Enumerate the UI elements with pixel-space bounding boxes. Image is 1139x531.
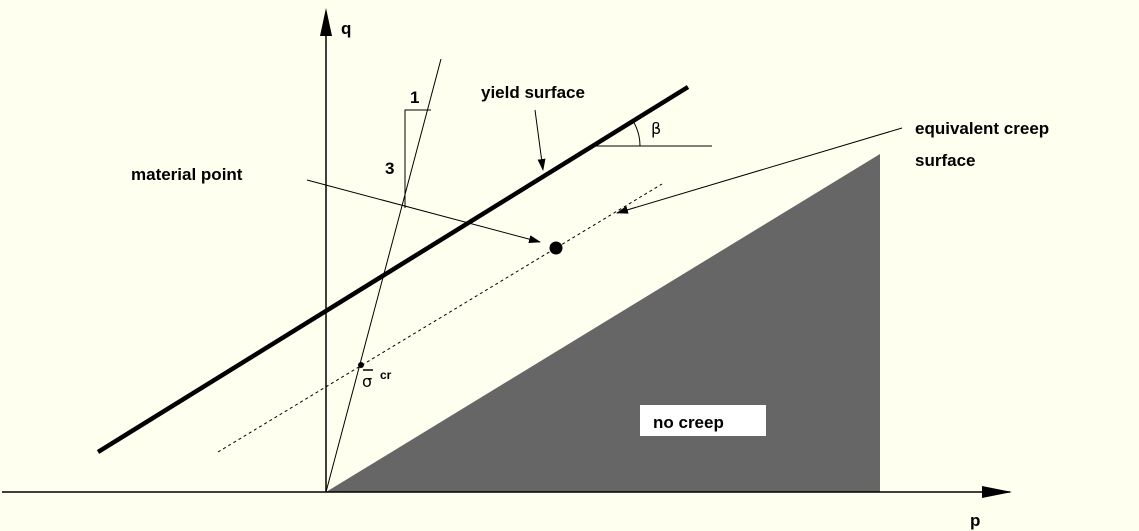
q-axis-label: q	[341, 19, 351, 38]
sigma-superscript: cr	[380, 368, 392, 382]
material-point-leader	[306, 179, 541, 244]
material-point-label: material point	[131, 165, 243, 184]
equivalent-creep-surface-line	[217, 183, 663, 453]
slope-run-label: 1	[410, 88, 419, 107]
p-axis-label: p	[970, 511, 980, 530]
y-axis-arrow	[320, 8, 332, 36]
no-creep-label: no creep	[653, 413, 724, 432]
slope-triangle	[404, 109, 431, 208]
creep-surface-leader	[616, 127, 903, 214]
material-point-dot	[549, 241, 563, 255]
slope-rise-label: 3	[385, 159, 394, 178]
x-axis-arrow	[982, 486, 1012, 498]
angle-beta-label: β	[651, 119, 661, 138]
equivalent-creep-label-line2: surface	[915, 151, 975, 170]
yield-surface-label: yield surface	[481, 83, 585, 102]
no-creep-region	[326, 154, 880, 492]
sigma-symbol: σ	[362, 372, 372, 391]
sigma-cr-point	[358, 362, 364, 368]
equivalent-creep-label-line1: equivalent creep	[915, 119, 1049, 138]
yield-surface-leader	[534, 109, 546, 171]
angle-arc	[632, 120, 641, 147]
no-creep-label-box	[640, 405, 766, 436]
yield-surface-line	[96, 85, 690, 454]
